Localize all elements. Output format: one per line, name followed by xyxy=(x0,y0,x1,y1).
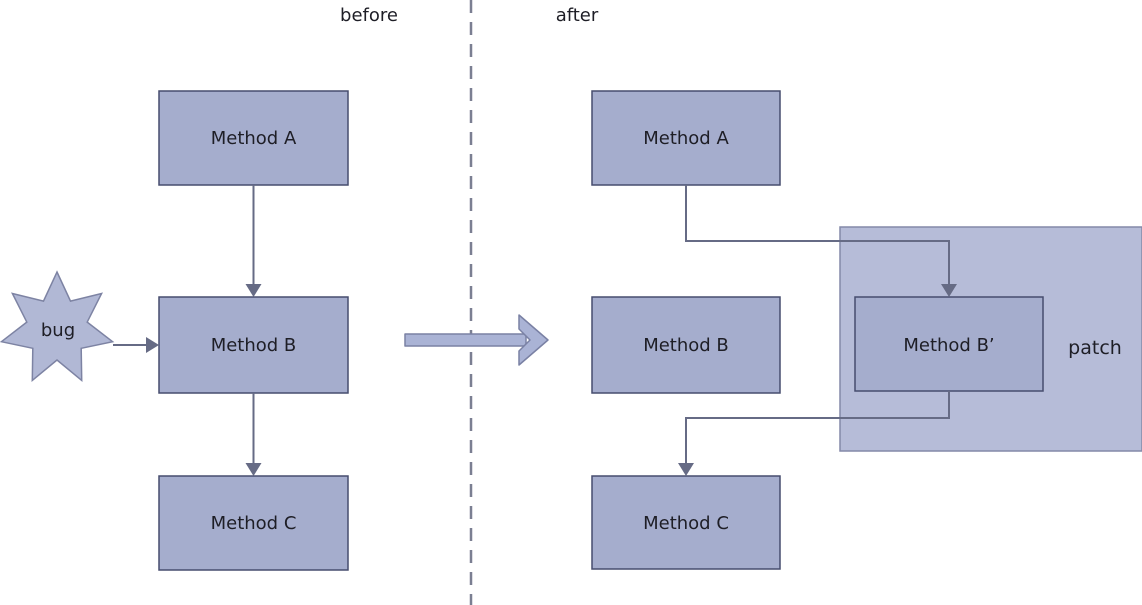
before-section-label: before xyxy=(340,5,398,26)
after-flow: patch Method A Method B Method B’ Method… xyxy=(591,90,1142,570)
after-connector-bprime-to-c xyxy=(685,391,950,464)
after-method-b-box xyxy=(591,296,781,394)
bug-star-icon xyxy=(0,270,115,383)
transform-arrow-icon xyxy=(404,314,549,366)
before-method-b-label: Method B xyxy=(211,335,297,356)
before-arrowhead-a-to-b xyxy=(245,284,262,297)
after-method-a-label: Method A xyxy=(643,128,729,149)
after-method-c-label: Method C xyxy=(643,513,729,534)
transform-arrow-shaft xyxy=(404,333,527,347)
before-method-b-box xyxy=(158,296,349,394)
before-arrowhead-b-to-c xyxy=(245,463,262,476)
after-method-b-prime-box xyxy=(854,296,1044,392)
before-flow: Method A Method B Method C bug xyxy=(0,90,349,571)
after-method-b-label: Method B xyxy=(643,335,729,356)
after-method-a-box xyxy=(591,90,781,186)
before-method-c-label: Method C xyxy=(211,513,297,534)
before-method-c-box xyxy=(158,475,349,571)
after-connector-a-to-bprime xyxy=(685,185,950,285)
after-section-label: after xyxy=(556,5,599,26)
after-method-c-box xyxy=(591,475,781,570)
before-method-a-label: Method A xyxy=(211,128,297,149)
bug-label: bug xyxy=(41,320,75,341)
transform-arrow-head xyxy=(518,314,549,366)
patch-label: patch xyxy=(1068,337,1122,359)
after-method-b-prime-label: Method B’ xyxy=(903,335,994,356)
after-arrowhead-bprime-to-c xyxy=(678,463,694,476)
after-arrowhead-a-to-bprime xyxy=(941,284,957,297)
bug-arrowhead xyxy=(146,337,159,353)
